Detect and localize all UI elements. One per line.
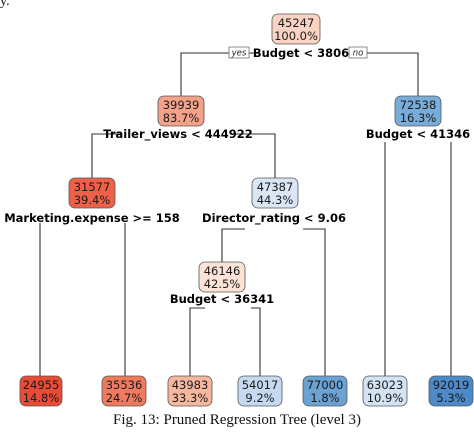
node-left-left-value: 31577 (74, 180, 111, 194)
leaf-node-3: 43983 33.3% (167, 375, 213, 407)
node-left-percent: 83.7% (163, 111, 200, 125)
leaf-node-2-value: 35536 (106, 378, 143, 392)
yes-tag-box (228, 46, 250, 59)
edge-left-ll (91, 133, 120, 178)
edge-lr-leaf5 (303, 228, 326, 376)
node-right-value: 72538 (400, 98, 437, 112)
node-left-right-left-box (198, 261, 246, 293)
edge-left-lr (236, 133, 276, 178)
no-tag: no (353, 49, 364, 59)
leaf-node-3-box (167, 375, 213, 407)
leaf-node-1-box (19, 375, 63, 407)
node-left-right-box (251, 177, 299, 209)
node-root-box (271, 13, 321, 45)
split-label-ll: Marketing.expense >= 158 (4, 211, 180, 225)
leaf-node-4: 54017 9.2% (237, 375, 283, 407)
leaf-node-2-box (101, 375, 147, 407)
split-label-right: Budget < 41346 (366, 127, 470, 141)
leaf-node-7-box (428, 375, 474, 407)
leaf-node-5-percent: 1.8% (310, 391, 339, 405)
node-left-left-box (68, 177, 116, 209)
node-left-right-left-value: 46146 (204, 264, 241, 278)
node-right: 72538 16.3% (394, 95, 442, 127)
node-right-percent: 16.3% (400, 111, 437, 125)
leaf-node-7: 92019 5.3% (428, 375, 474, 407)
leaf-node-3-value: 43983 (172, 378, 209, 392)
split-label-lr: Director_rating < 9.06 (202, 211, 346, 226)
leaf-node-4-value: 54017 (242, 378, 279, 392)
leaf-node-5-value: 77000 (307, 378, 344, 392)
node-root-value: 45247 (278, 16, 315, 30)
edge-lr-lrl (221, 228, 245, 262)
leaf-node-5: 77000 1.8% (302, 375, 348, 407)
split-labels: yes Budget < 38068 no Trailer_views < 44… (4, 46, 470, 306)
leaf-node-6-percent: 10.9% (367, 391, 404, 405)
leaf-node-6: 63023 10.9% (362, 375, 408, 407)
edge-root-left (180, 52, 258, 96)
leaf-node-6-box (362, 375, 408, 407)
leaf-node-7-percent: 5.3% (436, 391, 465, 405)
clipped-text-fragment: y. (0, 0, 10, 9)
leaf-node-1-value: 24955 (23, 378, 60, 392)
edge-lrl-leaf4 (251, 307, 261, 376)
node-right-box (394, 95, 442, 127)
yes-tag: yes (231, 49, 247, 59)
node-root: 45247 100.0% (271, 13, 321, 45)
node-left-left-percent: 39.4% (74, 193, 111, 207)
node-left-right-left-percent: 42.5% (204, 277, 241, 291)
node-left-box (157, 95, 205, 127)
node-left-value: 39939 (163, 98, 200, 112)
leaf-node-1-percent: 14.8% (23, 391, 60, 405)
split-label-root: Budget < 38068 (253, 46, 357, 60)
node-root-percent: 100.0% (274, 29, 318, 43)
node-left-right-percent: 44.3% (257, 193, 294, 207)
split-label-left: Trailer_views < 444922 (103, 127, 252, 142)
leaf-node-4-box (237, 375, 283, 407)
leaf-node-7-value: 92019 (433, 378, 470, 392)
tree-nodes: 45247 100.0% 39939 83.7% 72538 16.3% 315… (19, 13, 474, 407)
node-left-left: 31577 39.4% (68, 177, 116, 209)
edge-lrl-leaf3 (189, 307, 205, 376)
leaf-node-2-percent: 24.7% (106, 391, 143, 405)
split-label-lrl: Budget < 36341 (170, 292, 274, 306)
node-left-right: 47387 44.3% (251, 177, 299, 209)
leaf-node-6-value: 63023 (367, 378, 404, 392)
leaf-node-5-box (302, 375, 348, 407)
leaf-node-3-percent: 33.3% (172, 391, 209, 405)
node-left: 39939 83.7% (157, 95, 205, 127)
figure-caption: Fig. 13: Pruned Regression Tree (level 3… (113, 412, 361, 428)
edge-root-right (352, 52, 419, 96)
leaf-node-1: 24955 14.8% (19, 375, 63, 407)
leaf-node-2: 35536 24.7% (101, 375, 147, 407)
node-left-right-left: 46146 42.5% (198, 261, 246, 293)
leaf-node-4-percent: 9.2% (245, 391, 274, 405)
no-tag-box (348, 46, 368, 59)
node-left-right-value: 47387 (257, 180, 294, 194)
